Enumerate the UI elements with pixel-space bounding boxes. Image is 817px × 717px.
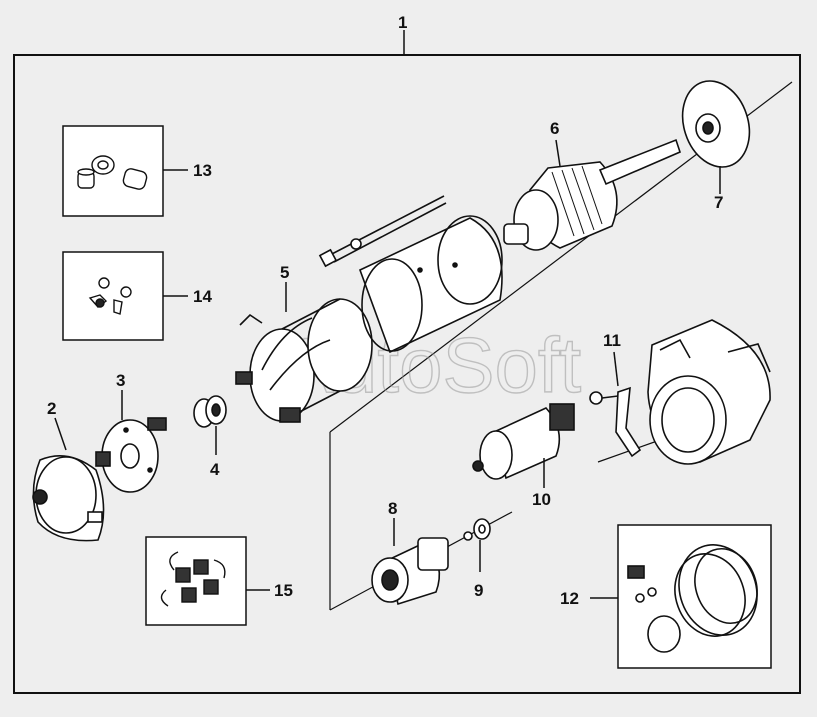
callout-6: 6 [550,119,559,138]
brush-holder-part [95,417,167,493]
leader-6 [555,139,561,167]
callout-4: 4 [210,460,220,479]
callout-7: 7 [714,193,723,212]
callout-13: 13 [193,161,212,180]
armature-part [503,138,681,251]
seal-rings-icon [627,544,758,653]
callout-15: 15 [274,581,293,600]
pinion-drive-part [371,537,449,606]
field-coil-part [235,298,373,423]
callout-12: 12 [560,589,579,608]
through-bolt-part [318,195,447,268]
bearing-part [193,395,227,428]
callout-1: 1 [398,13,407,32]
callout-3: 3 [116,371,125,390]
leader-2 [54,417,67,451]
housing-yoke-part [358,215,503,354]
callout-10: 10 [532,490,551,509]
kit-box-15 [145,536,247,626]
callout-2: 2 [47,399,56,418]
kit-box-14 [62,251,164,341]
end-plate-part [681,80,751,168]
brushes-icon [160,551,226,607]
drive-housing-part [647,319,771,465]
shift-lever-part [589,386,642,458]
solenoid-part [472,403,575,480]
callout-5: 5 [280,263,289,282]
callout-9: 9 [474,581,483,600]
leader-11 [613,351,619,387]
callout-8: 8 [388,499,397,518]
callout-11: 11 [603,331,621,350]
bushings-icon [77,155,148,190]
rear-cover-part [32,454,105,542]
assembly-frame [13,54,801,694]
hardware-icon [88,277,132,315]
stop-ring-part [463,518,491,541]
callout-14: 14 [193,287,212,306]
